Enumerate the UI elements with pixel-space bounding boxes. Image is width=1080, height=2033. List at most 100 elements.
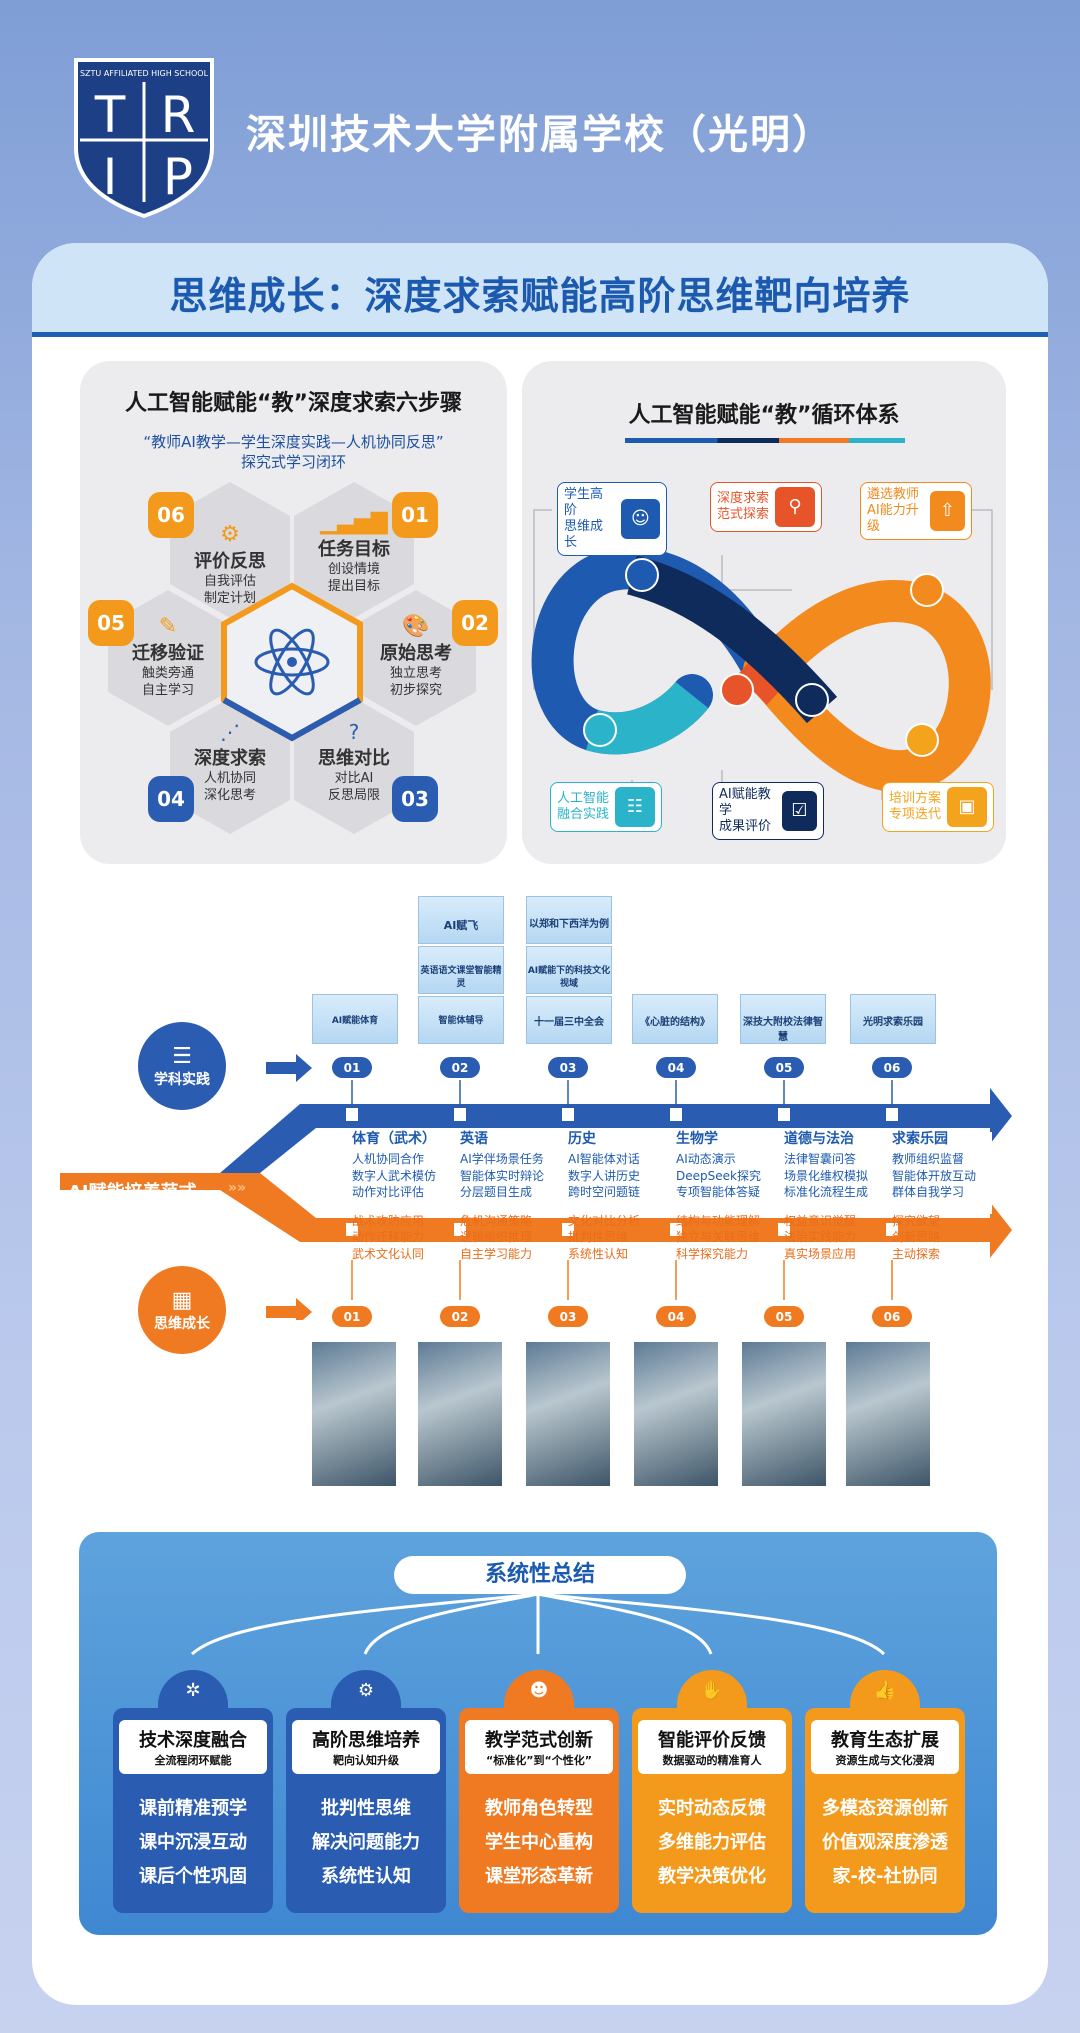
subject-item: 场景化维权模拟: [784, 1168, 869, 1183]
cycle-tag-student-growth: 学生高阶思维成长 ☺: [557, 482, 667, 556]
six-steps-title: 人工智能赋能“教”深度求索六步骤: [125, 391, 462, 416]
infinity-loop: [531, 509, 993, 800]
step-number-badge: 01: [392, 492, 438, 538]
classroom-photo: [310, 1340, 398, 1488]
doc-thumbnail: 英语语文课堂智能精灵: [418, 946, 504, 994]
paradigm-arrows: [60, 1054, 1012, 1320]
doc-thumbnail: AI赋能下的科技文化视域: [526, 946, 612, 994]
step-03-label: ? 思维对比 对比AI 反思局限: [299, 720, 409, 804]
growth-number-pill: 05: [764, 1306, 804, 1327]
search-person-icon: ⚲: [775, 487, 815, 527]
cycle-title: 人工智能赋能“教”循环体系: [628, 403, 900, 428]
card-title: 思维成长：深度求索赋能高阶思维靶向培养: [169, 274, 911, 318]
subject-skill: 武术文化认同: [352, 1246, 425, 1261]
doc-title: AI赋能体育: [331, 1016, 379, 1026]
doc-thumbnail: 光明求索乐园: [850, 994, 936, 1044]
subject-english: 英语 AI学伴场景任务 智能体实时辩论 分层题目生成 危机沟通策略 逻辑组织推理…: [460, 1128, 566, 1262]
step-number-badge: 04: [148, 776, 194, 822]
step-sub: 提出目标: [327, 579, 380, 594]
subject-item: DeepSeek探究: [676, 1168, 761, 1183]
classroom-photo: [740, 1340, 828, 1488]
summary-paradigm-innovation: 教学范式创新“标准化”到“个性化” 教师角色转型 学生中心重构 课堂形态革新: [459, 1708, 619, 1913]
checklist-icon: ☑: [781, 791, 817, 831]
subtitle-line1: “教师AI教学—学生深度实践—人机协同反思”: [143, 433, 444, 451]
doc-title: AI赋飞: [443, 919, 479, 932]
doc-title: 智能体辅导: [438, 1016, 484, 1026]
step-sub: 制定计划: [203, 591, 256, 606]
column-subtitle: 靶向认知升级: [333, 1754, 399, 1767]
column-title: 技术深度融合: [139, 1730, 247, 1751]
summary-connectors: [190, 1592, 886, 1656]
practice-number-pill: 01: [332, 1057, 372, 1078]
subject-skill: 科学探究能力: [676, 1246, 749, 1261]
subject-item: 法律智囊问答: [784, 1152, 857, 1166]
subject-item: AI智能体对话: [568, 1152, 640, 1166]
step-number-badge: 06: [148, 492, 194, 538]
subtitle-line2: 探究式学习闭环: [240, 453, 346, 471]
school-name: 深圳技术大学附属学校（光明）: [246, 112, 834, 158]
cycle-tag-teaching-evaluation: AI赋能教学成果评价 ☑: [712, 782, 824, 840]
palette-icon: 🎨: [402, 614, 430, 639]
network-icon: ⋰: [220, 720, 240, 744]
step-title: 任务目标: [318, 539, 390, 560]
label-text: 思维成长: [154, 1315, 210, 1332]
step-sub: 反思局限: [327, 788, 380, 803]
tag-line: 专项迭代: [889, 807, 942, 822]
doc-thumbnail: AI赋能体育: [312, 994, 398, 1044]
chevrons-icon: »»: [228, 1180, 247, 1196]
doc-title: 以郑和下西洋为例: [529, 919, 609, 930]
subject-skill: 主动探索: [892, 1246, 941, 1261]
column-line: 学生中心重构: [485, 1832, 593, 1853]
subject-name: 道德与法治: [784, 1131, 854, 1147]
doc-title: AI赋能下的科技文化视域: [527, 966, 611, 989]
step-number-badge: 02: [452, 600, 498, 646]
subject-item: 动作对比评估: [352, 1185, 425, 1199]
card-header: [32, 243, 1048, 337]
subject-skill: 逻辑组织推理: [460, 1230, 533, 1244]
subject-item: 群体自我学习: [892, 1185, 965, 1199]
doc-title: 《心脏的结构》: [640, 1017, 710, 1028]
doc-thumbnail: 深技大附校法律智慧: [740, 994, 826, 1044]
subject-name: 求索乐园: [892, 1131, 948, 1147]
column-subtitle: 数据驱动的精准育人: [662, 1754, 762, 1767]
subject-name: 英语: [460, 1131, 488, 1147]
column-subtitle: 资源生成与文化浸润: [835, 1754, 935, 1767]
column-line: 教学决策优化: [658, 1866, 766, 1887]
svg-text:I: I: [103, 148, 118, 206]
svg-text:P: P: [163, 148, 193, 206]
hexagon-diagram: [108, 482, 476, 834]
sliders-icon: ☰: [172, 1043, 192, 1069]
doc-thumbnail: 以郑和下西洋为例: [526, 896, 612, 944]
summary-tech-integration: 技术深度融合全流程闭环赋能 课前精准预学 课中沉浸互动 课后个性巩固: [113, 1708, 273, 1913]
step-title: 评价反思: [194, 551, 266, 572]
tag-line: 遴选教师: [867, 487, 920, 502]
practice-number-pill: 05: [764, 1057, 804, 1078]
subject-item: 分层题目生成: [460, 1185, 533, 1199]
step-title: 思维对比: [318, 748, 390, 769]
step-sub: 深化思考: [203, 788, 256, 803]
cycle-tag-ai-practice: 人工智能融合实践 ☷: [550, 782, 662, 832]
doc-thumbnail: AI赋飞: [418, 896, 504, 944]
growth-number-pill: 06: [872, 1306, 912, 1327]
ruler-pencil-icon: ✎: [158, 614, 178, 639]
subject-item: 教师组织监督: [892, 1152, 965, 1166]
step-sub: 对比AI: [334, 771, 374, 786]
summary-smart-evaluation: 智能评价反馈数据驱动的精准育人 实时动态反馈 多维能力评估 教学决策优化: [632, 1708, 792, 1913]
step-04-label: ⋰ 深度求索 人机协同 深化思考: [175, 720, 285, 804]
step-number-badge: 03: [392, 776, 438, 822]
cycle-title-underline: [625, 438, 905, 443]
classroom-photo: [524, 1340, 612, 1488]
subject-skill: 自主学习能力: [460, 1246, 533, 1261]
cycle-tag-training-plan: 培训方案专项迭代 ▣: [882, 782, 994, 832]
subject-item: 智能体开放互动: [892, 1168, 977, 1183]
svg-text:SZTU AFFILIATED HIGH SCHOOL: SZTU AFFILIATED HIGH SCHOOL: [80, 69, 209, 78]
subject-skill: 动作迁移能力: [352, 1230, 425, 1244]
subject-skill: 独立与关联思维: [676, 1230, 761, 1244]
step-sub: 人机协同: [203, 771, 256, 786]
school-logo: SZTU AFFILIATED HIGH SCHOOL T R I P: [74, 58, 214, 219]
subject-item: 智能体实时辩论: [460, 1168, 545, 1183]
column-line: 家-校-社协同: [832, 1866, 938, 1887]
tag-line: AI赋能教学: [719, 787, 771, 818]
subject-name: 历史: [568, 1131, 596, 1147]
column-line: 多维能力评估: [658, 1832, 766, 1853]
